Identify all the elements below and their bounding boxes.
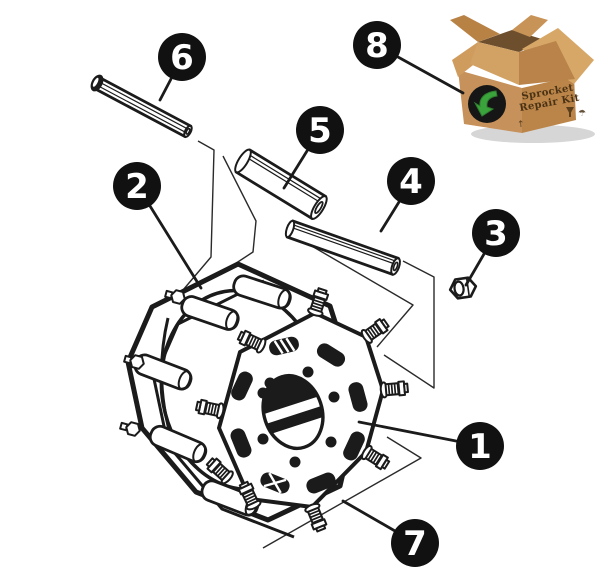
callout-5-number: 5 — [308, 111, 332, 151]
sprocket-plate — [194, 286, 410, 534]
callout-1-circle — [456, 422, 504, 470]
part-roller-tube — [234, 148, 328, 220]
leader-5 — [282, 149, 309, 190]
box-flap-back-left — [450, 15, 500, 42]
callout-4-circle — [387, 157, 435, 205]
callout-5-circle — [296, 106, 344, 154]
this-side-up-arrow-icon: ↑ — [517, 120, 525, 131]
callout-6-circle — [158, 33, 206, 81]
callout-6-number: 6 — [170, 38, 194, 78]
leader-8 — [396, 55, 465, 95]
leader-3 — [464, 252, 486, 287]
callout-3-circle — [472, 209, 520, 257]
guide-line-pin4 — [297, 237, 414, 348]
callout-4: 4 — [387, 157, 435, 205]
callout-2-circle — [113, 162, 161, 210]
callout-6: 6 — [158, 33, 206, 81]
leader-6 — [158, 77, 173, 102]
plate-bolt — [379, 379, 410, 399]
part-small-pin — [284, 219, 401, 276]
callout-8-circle — [353, 21, 401, 69]
logo-green-arrow-icon — [473, 90, 498, 117]
part-hex-nut — [448, 276, 478, 300]
callout-2-number: 2 — [125, 167, 149, 207]
plate-centre-bore — [253, 367, 326, 451]
callout-7: 7 — [391, 519, 439, 567]
leader-4 — [379, 200, 401, 233]
callout-1-number: 1 — [468, 427, 492, 467]
guide-line-pin6 — [171, 140, 215, 304]
callout-7-number: 7 — [403, 524, 427, 564]
cage-bolt — [118, 418, 143, 438]
plate-bolt — [303, 501, 330, 534]
part-long-pin — [90, 74, 193, 139]
callouts: 1 2 3 4 5 6 7 8 — [113, 21, 520, 567]
box-flap-left — [452, 42, 482, 77]
kit-logo — [468, 85, 506, 123]
box-flap-front-right — [519, 41, 575, 85]
box-face-right — [522, 76, 576, 133]
callout-2: 2 — [113, 162, 161, 210]
plate-slots — [230, 336, 368, 494]
callout-8: 8 — [353, 21, 401, 69]
callout-5: 5 — [296, 106, 344, 154]
plate-bolt — [358, 315, 392, 346]
umbrella-icon: ☂ — [578, 109, 586, 119]
callout-1: 1 — [456, 422, 504, 470]
callout-7-circle — [391, 519, 439, 567]
callout-4-number: 4 — [399, 162, 423, 202]
assembly-guide-lines — [171, 140, 435, 549]
sprocket-assembly — [118, 261, 410, 539]
leader-2 — [148, 204, 203, 290]
callout-leader-lines — [148, 55, 486, 533]
box-flap-back-right — [512, 15, 548, 37]
callout-3-number: 3 — [484, 214, 508, 254]
leader-1 — [357, 420, 458, 443]
repair-kit-box: Sprocket Repair Kit ↑ ☂ — [450, 15, 595, 143]
guide-line-nut — [383, 260, 435, 389]
callout-8-number: 8 — [365, 26, 389, 66]
fragile-glass-icon — [566, 107, 574, 117]
plate-bolt — [359, 443, 392, 473]
callout-3: 3 — [472, 209, 520, 257]
box-flap-front-left — [470, 42, 519, 85]
leader-7 — [341, 499, 397, 533]
